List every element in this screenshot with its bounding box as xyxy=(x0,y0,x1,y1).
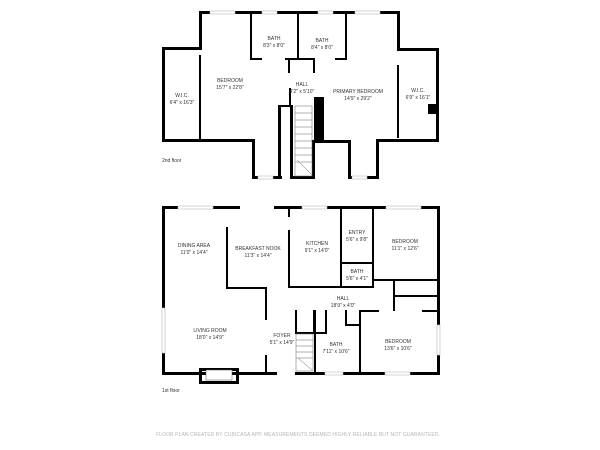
room-label-wic: W.I.C. 6'9" x 16'1" xyxy=(406,88,431,101)
room-size: 11'1" x 12'6" xyxy=(391,246,418,252)
room-name: BEDROOM xyxy=(392,239,418,245)
room-size: 8'4" x 8'0" xyxy=(311,45,333,51)
room-size: 18'9" x 4'0" xyxy=(331,303,356,309)
room-size: 18'0" x 14'9" xyxy=(196,335,224,341)
room-label-hall: HALL 18'9" x 4'0" xyxy=(331,296,356,309)
footer-disclaimer: FLOOR PLAN CREATED BY CUBICASA APP. MEAS… xyxy=(156,432,440,438)
room-size: 6'4" x 16'3" xyxy=(170,100,195,106)
first-floor-stairs xyxy=(295,333,314,372)
room-label-primary-bedroom: PRIMARY BEDROOM 14'9" x 29'2" xyxy=(333,89,383,102)
room-name: BEDROOM xyxy=(385,339,411,345)
room-label-foyer: FOYER 5'1" x 14'9" xyxy=(270,333,295,346)
room-name: HALL xyxy=(296,82,309,88)
room-label-bath: BATH 8'4" x 8'0" xyxy=(311,38,333,51)
room-name: BATH xyxy=(330,342,343,348)
room-label-hall: HALL 4'2" x 5'10" xyxy=(290,82,315,95)
second-floor-walls xyxy=(162,10,439,180)
room-name: BEDROOM xyxy=(217,78,243,84)
room-name: ENTRY xyxy=(349,230,367,236)
room-name: PRIMARY BEDROOM xyxy=(333,89,383,95)
room-label-breakfast-nook: BREAKFAST NOOK 11'3" x 14'4" xyxy=(235,246,281,259)
room-size: 6'9" x 16'1" xyxy=(406,95,431,101)
room-name: DINING AREA xyxy=(178,243,211,249)
room-size: 5'1" x 14'9" xyxy=(270,340,295,346)
room-size: 11'0" x 14'4" xyxy=(180,250,207,256)
room-size: 14'9" x 29'2" xyxy=(344,96,372,102)
room-name: KITCHEN xyxy=(306,241,328,247)
room-name: HALL xyxy=(337,296,350,302)
room-size: 11'3" x 14'4" xyxy=(244,253,271,259)
room-label-bath: BATH 5'6" x 4'1" xyxy=(346,269,368,282)
room-size: 9'1" x 14'0" xyxy=(305,248,330,254)
floor-label: 2nd floor xyxy=(162,158,182,164)
second-floor-stairs xyxy=(294,105,313,177)
room-size: 5'6" x 4'1" xyxy=(346,276,368,282)
room-name: W.I.C. xyxy=(175,93,189,99)
room-label-bath: BATH 7'11" x 10'6" xyxy=(322,342,349,355)
room-size: 15'7" x 22'8" xyxy=(216,85,244,91)
room-label-dining-area: DINING AREA 11'0" x 14'4" xyxy=(178,243,211,256)
room-label-bath: BATH 8'3" x 8'0" xyxy=(263,36,285,49)
room-label-bedroom: BEDROOM 11'1" x 12'6" xyxy=(391,239,418,252)
room-label-bedroom: BEDROOM 15'7" x 22'8" xyxy=(216,78,244,91)
floor-label: 1st floor xyxy=(162,388,180,394)
room-label-bedroom: BEDROOM 13'6" x 10'6" xyxy=(384,339,412,352)
room-size: 4'2" x 5'10" xyxy=(290,89,315,95)
room-size: 5'6" x 9'8" xyxy=(346,237,368,243)
room-name: W.I.C. xyxy=(411,88,425,94)
room-name: LIVING ROOM xyxy=(193,328,226,334)
room-size: 8'3" x 8'0" xyxy=(263,43,285,49)
room-name: FOYER xyxy=(273,333,291,339)
room-label-kitchen: KITCHEN 9'1" x 14'0" xyxy=(305,241,330,254)
room-name: BATH xyxy=(268,36,281,42)
room-name: BATH xyxy=(351,269,364,275)
room-size: 7'11" x 10'6" xyxy=(322,349,349,355)
room-name: BATH xyxy=(316,38,329,44)
room-label-living-room: LIVING ROOM 18'0" x 14'9" xyxy=(193,328,226,341)
first-floor-walls xyxy=(161,205,441,384)
room-name: BREAKFAST NOOK xyxy=(235,246,281,252)
room-size: 13'6" x 10'6" xyxy=(384,346,412,352)
room-label-entry: ENTRY 5'6" x 9'8" xyxy=(346,230,368,243)
room-label-wic: W.I.C. 6'4" x 16'3" xyxy=(170,93,195,106)
